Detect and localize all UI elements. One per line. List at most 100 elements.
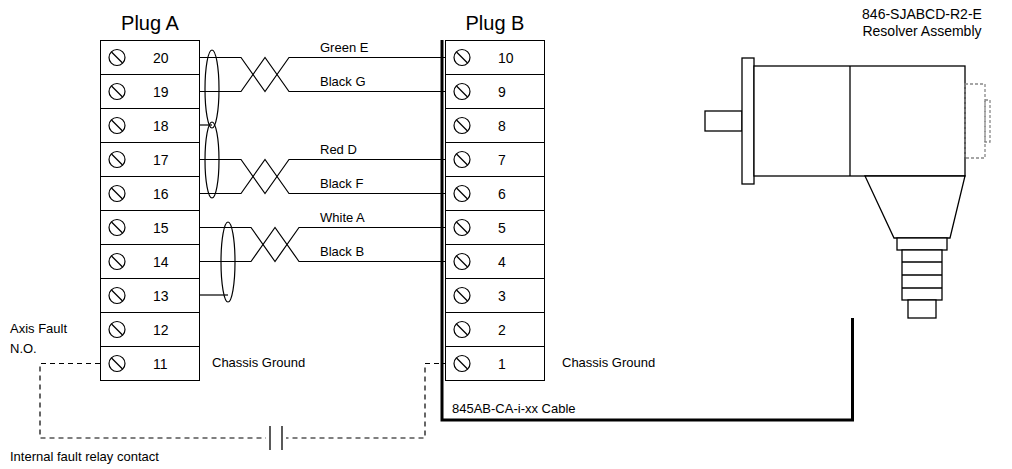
screw-symbol (101, 177, 141, 210)
screw-symbol (101, 313, 141, 346)
contact-plate (281, 426, 282, 450)
cable-label: 845AB-CA-i-xx Cable (450, 401, 578, 417)
terminal-number: 1 (486, 356, 506, 372)
optional-cover (985, 100, 990, 142)
terminal-number: 20 (141, 50, 169, 66)
terminal-number: 14 (141, 254, 169, 270)
terminal: 16 (100, 176, 200, 211)
resolver-seam (849, 66, 850, 176)
connector-ring (897, 238, 947, 250)
part-label: 846-SJABCD-R2-E Resolver Assembly (847, 6, 997, 40)
terminal: 20 (100, 40, 200, 75)
screw-symbol (446, 279, 486, 312)
terminal-number: 16 (141, 186, 169, 202)
screw-symbol (446, 347, 486, 380)
terminal: 13 (100, 278, 200, 313)
resolver-shaft (705, 111, 742, 131)
wire (200, 58, 445, 92)
wire-color: Black G (318, 74, 368, 90)
wire-color: White A (318, 210, 367, 226)
screw-symbol (101, 211, 141, 244)
terminal: 4 (445, 244, 545, 279)
note-label: Chassis Ground (210, 355, 307, 371)
terminal: 18 (100, 108, 200, 143)
screw-symbol (101, 41, 141, 74)
plug-name: Plug B (445, 6, 545, 40)
wire (200, 228, 445, 262)
plug-name: Plug A (100, 6, 200, 40)
contact-gap (266, 432, 286, 444)
screw-symbol (101, 109, 141, 142)
connector-groove (902, 261, 942, 262)
terminal-number: 8 (486, 118, 506, 134)
terminal-number: 17 (141, 152, 169, 168)
terminal: 7 (445, 142, 545, 177)
wire (200, 228, 445, 262)
screw-symbol (101, 143, 141, 176)
cable-shield (205, 50, 219, 128)
wire-color: Green E (318, 40, 370, 56)
terminal-number: 10 (486, 50, 514, 66)
terminal-block: 10 9 8 7 6 5 4 3 2 1 Plug B (445, 6, 545, 381)
screw-symbol (101, 279, 141, 312)
wire (200, 58, 445, 92)
connector-groove (902, 274, 942, 275)
terminal-number: 19 (141, 84, 169, 100)
terminal-number: 18 (141, 118, 169, 134)
wire-color: Red D (318, 142, 359, 158)
terminal-number: 3 (486, 288, 506, 304)
terminal: 19 (100, 74, 200, 109)
connector-nut (902, 250, 942, 300)
optional-cover (965, 84, 985, 158)
connector-tail (908, 300, 936, 318)
terminal-number: 2 (486, 322, 506, 338)
resolver-assembly: 846-SJABCD-R2-E Resolver Assembly (700, 2, 1005, 318)
connector-groove (902, 287, 942, 288)
screw-symbol (446, 75, 486, 108)
screw-symbol (101, 347, 141, 380)
terminal: 5 (445, 210, 545, 245)
screw-symbol (446, 245, 486, 278)
contact-plate (269, 426, 270, 450)
screw-symbol (101, 245, 141, 278)
wire (200, 160, 445, 194)
terminal: 9 (445, 74, 545, 109)
screw-symbol (446, 109, 486, 142)
screw-symbol (446, 211, 486, 244)
drain-wire (200, 124, 212, 125)
terminal-number: 5 (486, 220, 506, 236)
resolver-flange (742, 58, 754, 184)
screw-symbol (446, 313, 486, 346)
terminal-number: 4 (486, 254, 506, 270)
terminal-number: 15 (141, 220, 169, 236)
terminal-block: 20 19 18 17 16 15 14 13 12 11 Plug A (100, 6, 200, 381)
wire-color: Black B (318, 244, 366, 260)
note-label: Internal fault relay contact (8, 449, 161, 465)
terminal-number: 9 (486, 84, 506, 100)
terminal-number: 6 (486, 186, 506, 202)
terminal: 2 (445, 312, 545, 347)
terminal: 6 (445, 176, 545, 211)
terminal: 1 (445, 346, 545, 381)
terminal: 3 (445, 278, 545, 313)
connector-housing (865, 176, 965, 238)
terminal: 11 (100, 346, 200, 381)
note-label: Axis Fault (8, 321, 69, 337)
note-label: Chassis Ground (560, 355, 657, 371)
terminal-number: 7 (486, 152, 506, 168)
screw-symbol (101, 75, 141, 108)
wire (200, 160, 445, 194)
terminal-number: 11 (141, 356, 168, 372)
drain-wire (200, 294, 228, 295)
screw-symbol (446, 177, 486, 210)
resolver-drawing (705, 58, 990, 318)
terminal: 14 (100, 244, 200, 279)
screw-symbol (446, 143, 486, 176)
terminal-number: 12 (141, 322, 169, 338)
note-label: N.O. (8, 341, 39, 357)
terminal-number: 13 (141, 288, 169, 304)
terminal: 17 (100, 142, 200, 177)
